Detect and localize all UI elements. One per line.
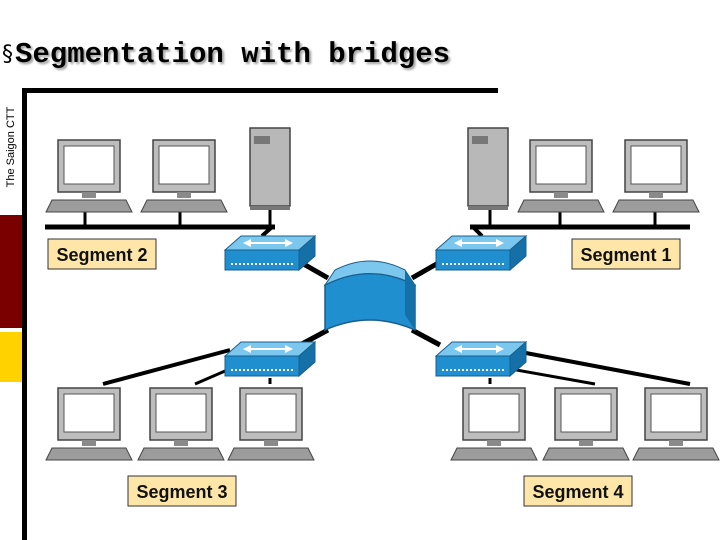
cables	[45, 210, 691, 386]
segment-label-2: Segment 2	[47, 238, 157, 270]
title-rule	[22, 88, 498, 93]
title-row: § Segmentation with bridges	[2, 34, 450, 74]
segment-label-3: Segment 3	[127, 475, 237, 507]
switch-icon	[435, 235, 527, 271]
computer-icon	[140, 139, 228, 213]
segment-label-1: Segment 1	[571, 238, 681, 270]
svg-text:Segment 2: Segment 2	[56, 245, 147, 265]
segment-label-4: Segment 4	[523, 475, 633, 507]
server-icon	[249, 127, 291, 211]
computer-icon	[45, 139, 133, 213]
sidebar-bar-top	[0, 0, 22, 215]
bridge-icon	[323, 260, 417, 332]
sidebar-bar-red	[0, 215, 22, 328]
svg-text:Segment 4: Segment 4	[532, 482, 623, 502]
computer-icon	[450, 387, 538, 461]
bullet-icon: §	[2, 41, 13, 67]
server-icon	[467, 127, 509, 211]
computer-icon	[632, 387, 720, 461]
switch-icon	[435, 341, 527, 377]
computer-icon	[542, 387, 630, 461]
switch-icon	[224, 341, 316, 377]
computer-icon	[612, 139, 700, 213]
computer-icon	[45, 387, 133, 461]
computer-icon	[137, 387, 225, 461]
sidebar-bar-yellow	[0, 332, 22, 382]
left-rule	[22, 88, 27, 540]
computer-icon	[517, 139, 605, 213]
svg-text:Segment 3: Segment 3	[136, 482, 227, 502]
slide-title: Segmentation with bridges	[15, 37, 451, 71]
svg-text:Segment 1: Segment 1	[580, 245, 671, 265]
computer-icon	[227, 387, 315, 461]
switch-icon	[224, 235, 316, 271]
